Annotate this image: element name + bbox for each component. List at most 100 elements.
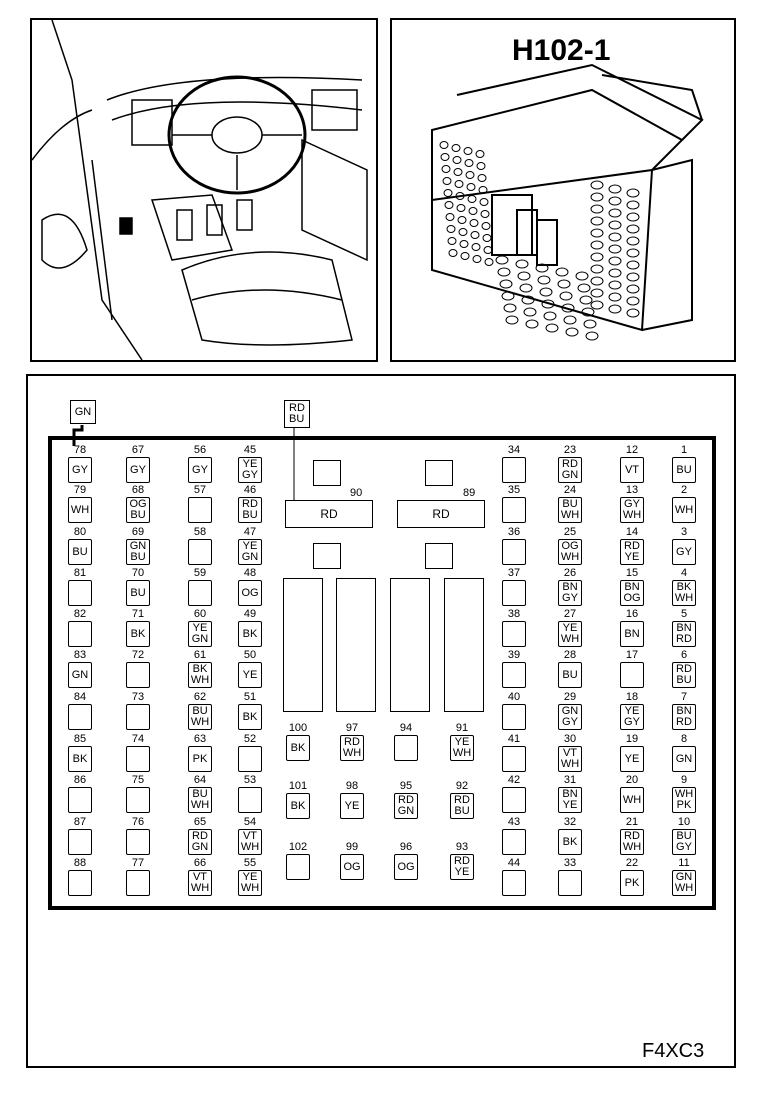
pin-23-number: 23: [563, 444, 577, 456]
pin-48-number: 48: [243, 567, 257, 579]
pin-65-number: 65: [193, 816, 207, 828]
pin-22-wire: PK: [620, 870, 644, 896]
pin-75-wire: [126, 787, 150, 813]
pin-38-wire: [502, 621, 526, 647]
relay-90-slot: RD: [285, 500, 373, 528]
pin-98-number: 98: [345, 780, 359, 792]
pin-32-wire: BK: [558, 829, 582, 855]
pin-78-wire: GY: [68, 457, 92, 483]
pin-52-wire: [238, 746, 262, 772]
pin-19-number: 19: [625, 733, 639, 745]
pin-10-number: 10: [677, 816, 691, 828]
pin-77-wire: [126, 870, 150, 896]
pin-78-number: 78: [73, 444, 87, 456]
pin-43-wire: [502, 829, 526, 855]
pin-13-number: 13: [625, 484, 639, 496]
pin-41-wire: [502, 746, 526, 772]
relay-socket-mid-right: [425, 543, 453, 569]
pin-68-number: 68: [131, 484, 145, 496]
pin-101-number: 101: [288, 780, 308, 792]
pin-94-wire: [394, 735, 418, 761]
pin-101-wire: BK: [286, 793, 310, 819]
pin-40-number: 40: [507, 691, 521, 703]
pin-82-number: 82: [73, 608, 87, 620]
pin-56-wire: GY: [188, 457, 212, 483]
pin-50-wire: YE: [238, 662, 262, 688]
pin-12-wire: VT: [620, 457, 644, 483]
pin-3-number: 3: [680, 526, 688, 538]
pin-74-number: 74: [131, 733, 145, 745]
pin-7-number: 7: [680, 691, 688, 703]
pin-87-number: 87: [73, 816, 87, 828]
pin-87-wire: [68, 829, 92, 855]
pin-86-wire: [68, 787, 92, 813]
pin-48-wire: OG: [238, 580, 262, 606]
pin-66-number: 66: [193, 857, 207, 869]
pin-11-number: 11: [678, 857, 690, 869]
pin-28-number: 28: [563, 649, 577, 661]
pin-71-wire: BK: [126, 621, 150, 647]
pin-47-number: 47: [243, 526, 257, 538]
pin-45-number: 45: [243, 444, 257, 456]
pin-40-wire: [502, 704, 526, 730]
pin-22-number: 22: [625, 857, 639, 869]
pin-32-number: 32: [563, 816, 577, 828]
pin-16-wire: BN: [620, 621, 644, 647]
pin-15-number: 15: [625, 567, 639, 579]
pin-61-number: 61: [193, 649, 207, 661]
pin-26-number: 26: [563, 567, 577, 579]
pin-95-number: 95: [399, 780, 413, 792]
pin-85-wire: BK: [68, 746, 92, 772]
pin-63-number: 63: [193, 733, 207, 745]
pin-2-number: 2: [680, 484, 688, 496]
pin-44-wire: [502, 870, 526, 896]
pin-67-wire: GY: [126, 457, 150, 483]
pin-6-number: 6: [680, 649, 688, 661]
connector-drawing: [431, 63, 704, 341]
pin-63-wire: PK: [188, 746, 212, 772]
pin-1-number: 1: [680, 444, 688, 456]
relay-89-number: 89: [463, 487, 476, 499]
pin-67-number: 67: [131, 444, 145, 456]
pin-51-number: 51: [243, 691, 257, 703]
pin-70-wire: BU: [126, 580, 150, 606]
pin-55-number: 55: [243, 857, 257, 869]
connector-illustration-panel: H102-1: [390, 18, 736, 362]
pin-92-number: 92: [455, 780, 469, 792]
pin-12-number: 12: [625, 444, 639, 456]
pin-97-number: 97: [345, 722, 359, 734]
pin-3-wire: GY: [672, 539, 696, 565]
pin-17-number: 17: [625, 649, 639, 661]
pin-102-number: 102: [288, 841, 308, 853]
pin-19-wire: YE: [620, 746, 644, 772]
pin-8-wire: GN: [672, 746, 696, 772]
pin-64-number: 64: [193, 774, 207, 786]
external-gn-label: GN: [70, 400, 96, 424]
pin-56-number: 56: [193, 444, 207, 456]
pin-54-number: 54: [243, 816, 257, 828]
pin-83-wire: GN: [68, 662, 92, 688]
fuse-slot-2: [336, 578, 376, 712]
pin-62-number: 62: [193, 691, 207, 703]
pin-18-number: 18: [625, 691, 639, 703]
pin-33-number: 33: [563, 857, 577, 869]
